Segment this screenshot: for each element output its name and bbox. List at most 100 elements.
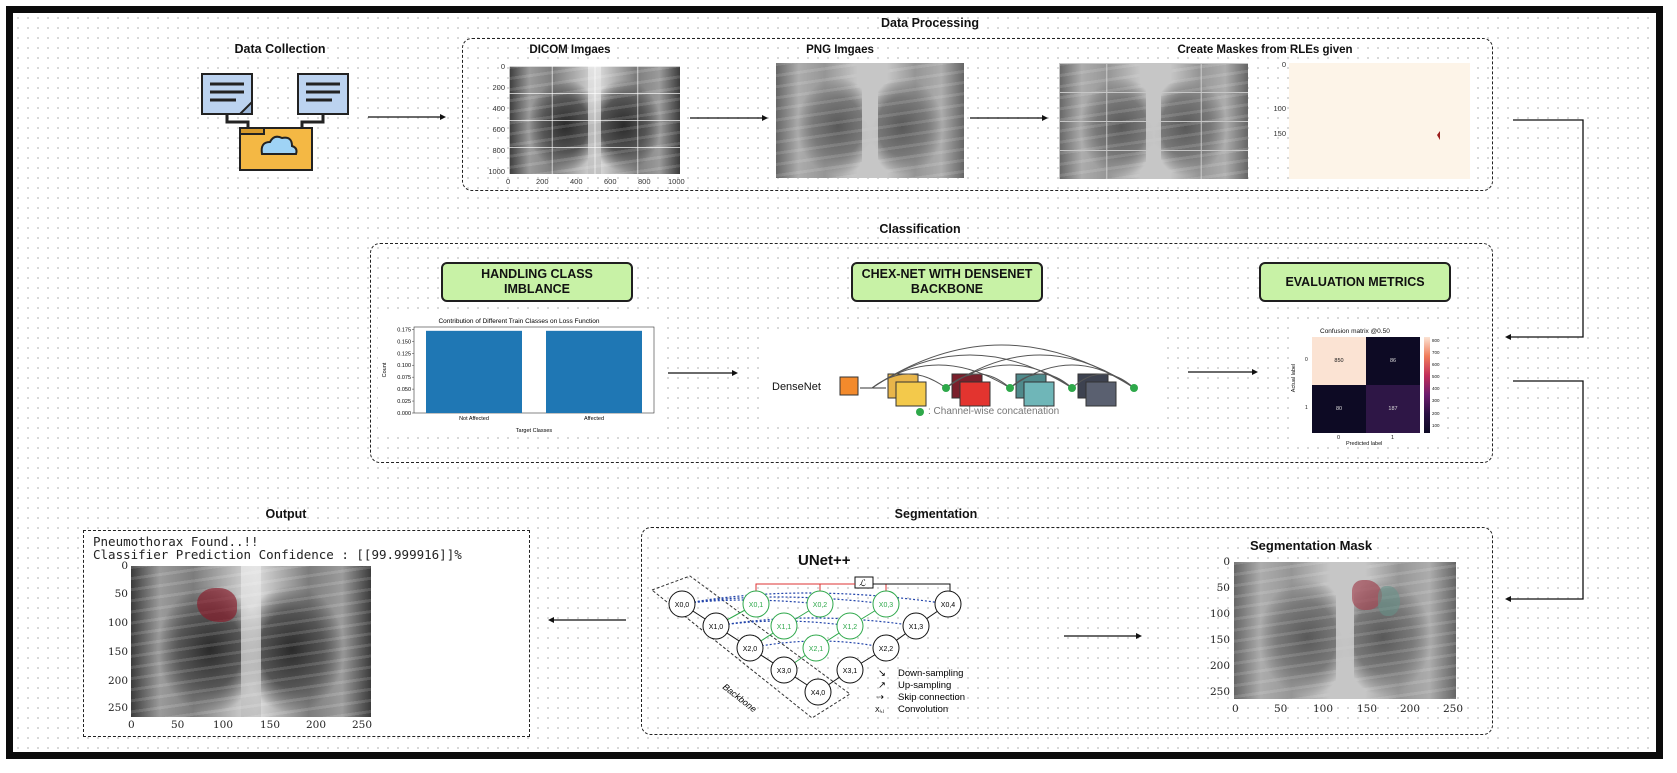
data-processing-box (462, 38, 1493, 191)
arrow-densenet-to-metrics (1188, 369, 1258, 375)
tick-label: 400 (492, 104, 505, 113)
segmentation-overlay-secondary (1378, 586, 1400, 616)
tick-label: 0 (1223, 556, 1230, 568)
output-title: Output (265, 507, 307, 521)
class-loss-bar-chart: Contribution of Different Train Classes … (378, 315, 660, 435)
tick-label: 200 (492, 83, 505, 92)
dicom-y-ticks: 0 200 400 600 800 1000 (483, 62, 505, 178)
tick-label: 1000 (668, 177, 685, 186)
tick-label: 150 (1357, 703, 1378, 715)
colorbar-tick: 800 (1432, 338, 1440, 343)
node-x30: X3,0 (777, 668, 792, 675)
tick-label: 250 (107, 702, 128, 714)
tick-label: 50 (1274, 703, 1288, 715)
y-axis-label: Count (382, 362, 388, 377)
cell-01: 86 (1366, 337, 1420, 385)
colorbar-tick: 100 (1432, 422, 1440, 428)
tick-label: 200 (536, 177, 549, 186)
colorbar-tick: 400 (1432, 386, 1440, 392)
confusion-title: Confusion matrix @0.50 (1320, 328, 1390, 335)
data-collection-title: Data Collection (234, 42, 326, 56)
segmentation-mask-image (1234, 562, 1456, 699)
node-x01: X0,1 (749, 602, 764, 609)
tick-label: 0 (500, 62, 505, 71)
y-tick-label: 0.150 (397, 339, 411, 345)
confusion-ylabel: Actual label (1291, 363, 1298, 393)
tick-label: 600 (604, 177, 617, 186)
evaluation-metrics-box: EVALUATION METRICS (1259, 262, 1451, 302)
cell-01-value: 86 (1389, 358, 1397, 364)
cell-00: 850 (1312, 337, 1366, 385)
node-x13: X1,3 (909, 624, 924, 631)
y-tick-label: 0.025 (397, 399, 411, 405)
plot-area (413, 326, 655, 414)
loss-symbol: ℒ (859, 578, 866, 588)
dicom-x-ticks: 0 200 400 600 800 1000 (505, 177, 685, 189)
segmentation-box (641, 527, 1493, 735)
legend-skip: Skip connection (898, 692, 965, 703)
confusion-xlabel: Predicted label (1346, 441, 1383, 447)
connector-classification-to-segmentation (1505, 380, 1584, 602)
x-tick-0: 0 (1337, 435, 1341, 441)
arrow-barchart-to-densenet (668, 370, 738, 376)
png-images-title: PNG Imgaes (806, 44, 874, 56)
node-x40: X4,0 (811, 690, 826, 697)
tick-label: 200 (1209, 660, 1230, 672)
tick-label: 50 (1216, 582, 1230, 594)
bar (426, 330, 522, 413)
arrow-png-to-mask (970, 115, 1048, 121)
legend-convolution: Convolution (898, 704, 948, 715)
densenet-diagram: DenseNet : Channel-wise concatenation (760, 332, 1160, 422)
x-axis-label: Target Classes (516, 428, 553, 434)
cell-10-value: 80 (1335, 406, 1343, 412)
tick-label: 250 (352, 719, 373, 731)
tick-label: 150 (107, 646, 128, 658)
cell-00-value: 850 (1334, 358, 1344, 364)
densenet-blocks (839, 344, 1138, 416)
node-x12: X1,2 (843, 624, 858, 631)
colorbar-tick: 300 (1432, 398, 1440, 404)
create-masks-title: Create Maskes from RLEs given (1177, 44, 1353, 56)
tick-label: 150 (260, 719, 281, 731)
node-x21: X2,1 (809, 646, 824, 653)
tick-label: 400 (570, 177, 583, 186)
tick-label: 150 (1209, 634, 1230, 646)
handling-class-imbalance-box: HANDLING CLASS IMBLANCE (441, 262, 633, 302)
y-tick-label: 0.000 (397, 411, 411, 417)
tick-label: 150 (1273, 129, 1286, 138)
tick-label: 50 (171, 719, 185, 731)
legend-icon: ↘ (878, 668, 886, 679)
cell-11-value: 187 (1388, 406, 1398, 412)
y-tick-1: 1 (1305, 405, 1308, 411)
output-x-ticks: 0 50 100 150 200 250 (128, 719, 378, 733)
arrow-collection-to-processing (368, 114, 446, 120)
node-x20: X2,0 (743, 646, 758, 653)
mask-region (1437, 131, 1440, 140)
segmask-x-ticks: 0 50 100 150 200 250 (1230, 703, 1470, 717)
tick-label: 200 (107, 675, 128, 687)
bar (546, 330, 642, 413)
colorbar-tick: 500 (1432, 374, 1440, 380)
tick-label: 200 (1400, 703, 1421, 715)
segmentation-mask-title: Segmentation Mask (1250, 538, 1373, 553)
output-confidence-line: Classifier Prediction Confidence : [[99.… (93, 547, 462, 562)
node-x00: X0,0 (675, 602, 690, 609)
arrow-segmentation-to-output (548, 617, 626, 623)
legend-symbol: Xᵢ,ⱼ (875, 707, 884, 714)
tick-label: 100 (1273, 104, 1286, 113)
legend-icon: ⇢ (876, 692, 884, 703)
tick-label: 0 (506, 177, 511, 186)
mask-y-ticks: 0 100 150 (1270, 60, 1286, 180)
connector-processing-to-classification (1505, 119, 1584, 340)
output-xray-image (131, 566, 371, 717)
bar-chart-svg: Contribution of Different Train Classes … (382, 318, 655, 434)
chexnet-densenet-box: CHEX-NET WITH DENSENET BACKBONE (851, 262, 1043, 302)
cell-10: 80 (1312, 385, 1366, 433)
node-x02: X0,2 (813, 602, 828, 609)
legend-upsampling: Up-sampling (898, 680, 951, 691)
tick-label: 0 (1281, 60, 1286, 69)
x-tick-1: 1 (1391, 435, 1395, 441)
colorbar-tick: 700 (1432, 350, 1440, 356)
unetpp-diagram: ℒ X0,0 X1,0 X2,0 X3,0 X4,0 X0,1 (650, 575, 965, 719)
classification-title: Classification (879, 222, 961, 236)
